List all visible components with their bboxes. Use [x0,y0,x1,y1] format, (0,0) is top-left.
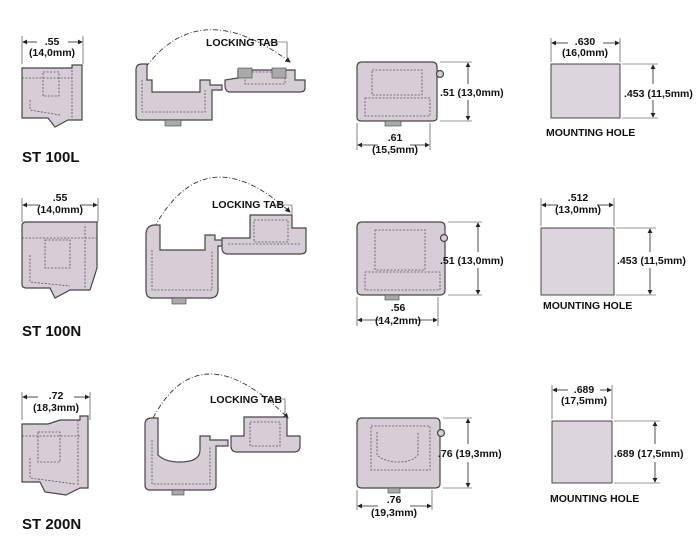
front-view: .76 (19,3mm) .76 (19,3mm) [356,417,502,519]
mounting-hole: .512 (13,0mm) .453 (11,5mm) MOUNTING HOL… [540,192,686,312]
mounting-hole: .689 (17,5mm) .689 (17,5mm) MOUNTING HOL… [550,384,683,505]
hole-width-dim: .689 [574,384,595,396]
hole-height-dim: .689 (17,5mm) [614,448,683,460]
model-title: ST 100L [22,149,80,166]
front-width-mm: (14,2mm) [375,315,421,327]
side-width-mm: (14,0mm) [37,204,83,216]
front-width-mm: (19,3mm) [371,507,417,519]
model-title: ST 100N [22,323,81,340]
mounting-hole-label: MOUNTING HOLE [543,300,632,312]
row-st100n: .55 (14,0mm) LOCKING TAB [21,176,686,340]
locking-tab-label: LOCKING TAB [210,394,283,406]
hole-height-dim: .453 (11,5mm) [617,255,686,267]
front-height-dim: .51 (13,0mm) [440,255,504,267]
hole-width-mm: (13,0mm) [555,204,601,216]
hole-width-mm: (17,5mm) [561,395,607,407]
mounting-hole: .630 (16,0mm) .453 (11,5mm) MOUNTING HOL… [546,36,693,139]
open-view: LOCKING TAB [135,29,306,127]
side-width-mm: (18,3mm) [33,402,79,414]
side-view: .72 (18,3mm) [21,390,91,496]
hole-width-dim: .512 [568,192,589,204]
side-view: .55 (14,0mm) [21,36,84,128]
mounting-hole-label: MOUNTING HOLE [550,493,639,505]
front-width-dim: .56 [391,302,406,314]
open-view: LOCKING TAB [144,373,301,496]
model-title: ST 200N [22,516,81,533]
hole-width-dim: .630 [575,36,596,48]
front-height-dim: .76 (19,3mm) [438,448,502,460]
row-st100l: .55 (14,0mm) LOCKING TAB [21,29,693,166]
front-view: .51 (13,0mm) .56 (14,2mm) [356,221,504,327]
side-width-dim: .55 [45,36,60,48]
front-view: .51 (13,0mm) .61 (15,5mm) [356,61,504,156]
side-width-dim: .72 [49,390,64,402]
front-width-mm: (15,5mm) [372,144,418,156]
side-width-dim: .55 [53,192,68,204]
hole-height-dim: .453 (11,5mm) [624,88,693,100]
mounting-hole-label: MOUNTING HOLE [546,127,635,139]
front-height-dim: .51 (13,0mm) [440,87,504,99]
locking-tab-label: LOCKING TAB [206,37,279,49]
open-view: LOCKING TAB [145,176,307,305]
row-st200n: .72 (18,3mm) LOCKING TAB [21,373,683,533]
hole-width-mm: (16,0mm) [562,47,608,59]
locking-tab-label: LOCKING TAB [212,199,285,211]
side-width-mm: (14,0mm) [29,47,75,59]
side-view: .55 (14,0mm) [21,192,99,299]
front-width-dim: .76 [387,494,402,506]
front-width-dim: .61 [388,132,403,144]
